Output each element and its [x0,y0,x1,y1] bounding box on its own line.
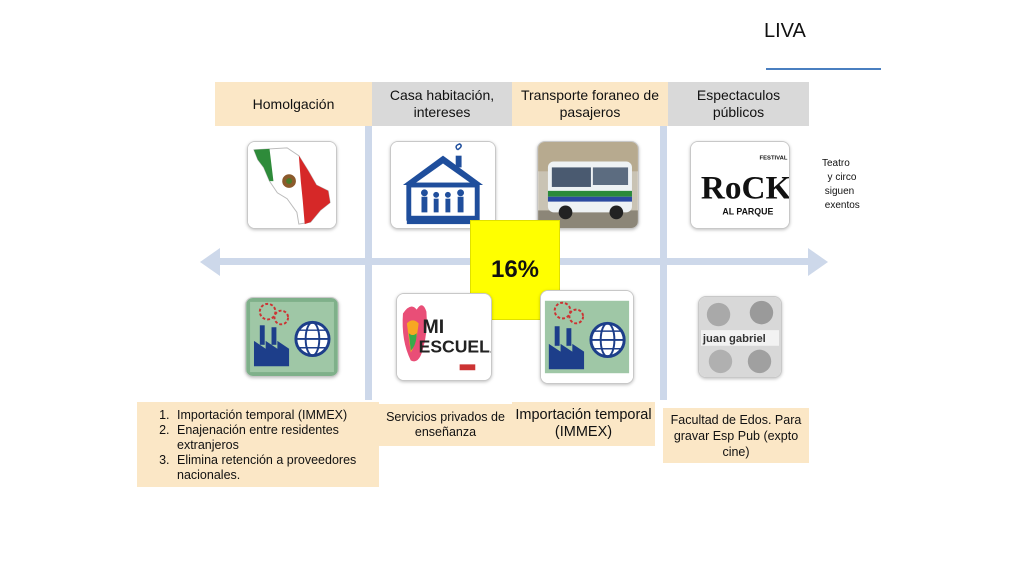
header-transporte: Transporte foraneo de pasajeros [512,82,668,126]
facultad-text: Facultad de Edos. Para gravar Esp Pub (e… [670,412,802,459]
importacion-box: Importación temporal (IMMEX) [512,402,655,446]
header-label: Espectaculos públicos [696,87,781,120]
servicios-text: Servicios privados de enseñanza [386,410,505,439]
header-label: Homolgación [252,95,335,112]
mi-escuela-logo: MI ESCUELA [396,293,492,381]
list-item: Importación temporal (IMMEX) [173,408,373,423]
servicios-box: Servicios privados de enseñanza [379,404,512,446]
rate-value: 16% [490,256,540,283]
escuela-line1: MI [423,316,445,338]
list-item: Enajenación entre residentes extranjeros [173,423,373,453]
header-label: Casa habitación, intereses [389,87,495,120]
list-item: Elimina retención a proveedores nacional… [173,453,373,483]
factory-globe-icon-2 [540,290,634,384]
rock-festival-logo: FESTIVAL RoCK AL PARQUE [690,141,790,229]
mexico-map-icon [247,141,337,229]
facultad-box: Facultad de Edos. Para gravar Esp Pub (e… [663,408,809,463]
header-homologacion: Homolgación [215,82,372,126]
rock-word: RoCK [701,170,789,207]
rock-top-text: FESTIVAL [760,156,788,162]
immex-list: Importación temporal (IMMEX) Enajenación… [145,408,373,483]
side-note: Teatro y circo siguen exentos [822,158,860,211]
juan-gabriel-text: juan gabriel [702,333,766,345]
bus-icon [537,141,639,229]
immex-list-box: Importación temporal (IMMEX) Enajenación… [137,402,379,487]
header-label: Transporte foraneo de pasajeros [520,87,659,120]
header-espectaculos: Espectaculos públicos [668,82,809,126]
title-underline [766,68,881,70]
header-casa-habitacion: Casa habitación, intereses [372,82,512,126]
house-family-icon [390,141,496,229]
factory-globe-icon [245,297,339,377]
rock-bottom-text: AL PARQUE [722,206,773,216]
juan-gabriel-photo: juan gabriel [698,296,782,378]
slide-title: LIVA [764,20,806,42]
importacion-text: Importación temporal (IMMEX) [515,407,652,440]
escuela-line2: ESCUELA [419,337,491,357]
